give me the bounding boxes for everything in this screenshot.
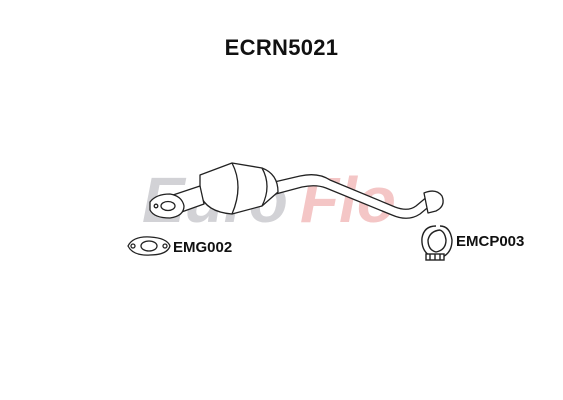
- part-number-title: ECRN5021: [224, 35, 339, 60]
- gasket-part-code: EMG002: [173, 239, 233, 256]
- flange-bolt-hole: [153, 203, 159, 209]
- converter-body: [199, 162, 279, 215]
- converter-cone: [261, 167, 268, 207]
- gasket-icon: [127, 236, 171, 256]
- converter-shell-line: [231, 162, 239, 215]
- inlet-flange-hole: [160, 200, 176, 212]
- clamp-part-code: EMCP003: [456, 233, 525, 250]
- catalytic-converter-assembly: [149, 162, 444, 219]
- outlet-end: [423, 190, 444, 214]
- clamp-icon: [421, 225, 453, 261]
